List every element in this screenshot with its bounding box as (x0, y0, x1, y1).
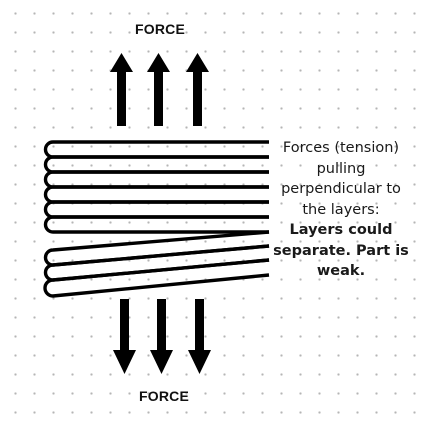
arrow-down-icon (113, 299, 136, 374)
layer-line (43, 258, 270, 298)
arrow-down-icon (188, 299, 211, 374)
lower-layer-stack (43, 244, 270, 298)
layer-line (43, 185, 269, 204)
arrow-up-icon (186, 53, 209, 126)
arrow-up-icon (147, 53, 170, 126)
caption-line: pulling (316, 160, 366, 177)
force-label-top: FORCE (135, 21, 185, 37)
caption-warning-line: Layers could (289, 222, 393, 238)
tension-caption: Forces (tension) pulling perpendicular t… (271, 138, 411, 282)
upper-layer-stack (43, 140, 269, 234)
arrow-down-icon (150, 299, 173, 374)
downward-force-arrows (113, 299, 211, 374)
layer-line (43, 140, 269, 159)
layer-line (43, 170, 269, 189)
force-label-bottom: FORCE (139, 388, 189, 404)
caption-warning-line: weak. (316, 263, 366, 279)
caption-line: perpendicular to (281, 181, 401, 197)
caption-warning-line: separate. Part is (273, 242, 409, 259)
layer-line (43, 215, 269, 234)
layer-line (43, 155, 269, 174)
upward-force-arrows (110, 53, 209, 126)
arrow-up-icon (110, 53, 133, 126)
caption-line: Forces (tension) (282, 140, 400, 156)
caption-line: the layers: (302, 201, 380, 218)
layer-line (43, 200, 269, 219)
